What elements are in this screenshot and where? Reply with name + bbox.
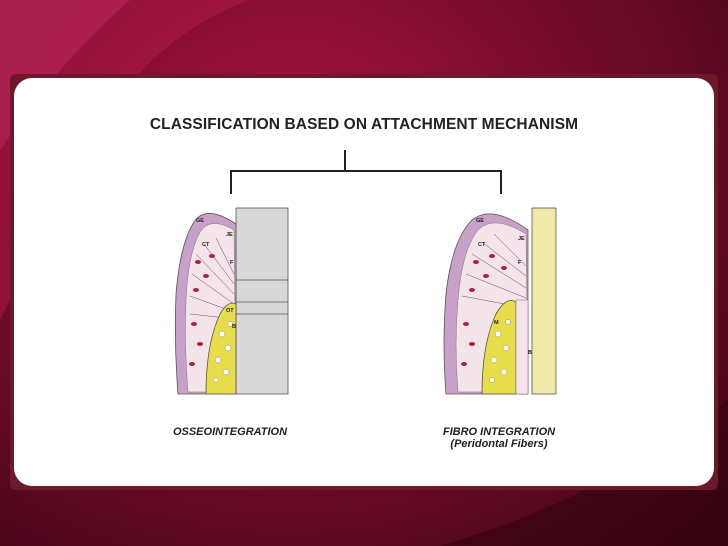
label-f: F: [230, 260, 234, 266]
classification-tree: [230, 150, 502, 194]
label-b: B: [232, 324, 236, 330]
label-m: M: [494, 320, 499, 326]
slide-title: CLASSIFICATION BASED ON ATTACHMENT MECHA…: [149, 116, 579, 133]
caption-fibro-integration-subtext: (Peridontal Fibers): [450, 438, 548, 450]
content-panel-inner: CLASSIFICATION BASED ON ATTACHMENT MECHA…: [14, 78, 714, 486]
label-ge: GE: [196, 218, 204, 224]
label-ct: CT: [478, 242, 486, 248]
tooth-column: [531, 207, 557, 395]
label-ct: CT: [202, 242, 210, 248]
caption-osseointegration-text: OSSEOINTEGRATION: [172, 426, 288, 438]
ligament-strip: [515, 299, 529, 395]
caption-osseointegration: OSSEOINTEGRATION: [160, 426, 300, 438]
caption-fibro-integration-text: FIBRO INTEGRATION: [442, 426, 556, 438]
label-je: JE: [518, 236, 525, 242]
content-panel: CLASSIFICATION BASED ON ATTACHMENT MECHA…: [10, 74, 718, 490]
caption-fibro-integration: FIBRO INTEGRATION (Peridontal Fibers): [414, 426, 584, 450]
label-je: JE: [226, 232, 233, 238]
osseointegration-illustration: GE JE CT F OT B: [174, 207, 289, 395]
label-ot: OT: [226, 308, 234, 314]
fibro-integration-illustration: GE JE CT F M B: [443, 207, 557, 395]
label-ge: GE: [476, 218, 484, 224]
label-b: B: [528, 350, 532, 356]
label-f: F: [518, 260, 522, 266]
implant-column: [235, 207, 289, 395]
